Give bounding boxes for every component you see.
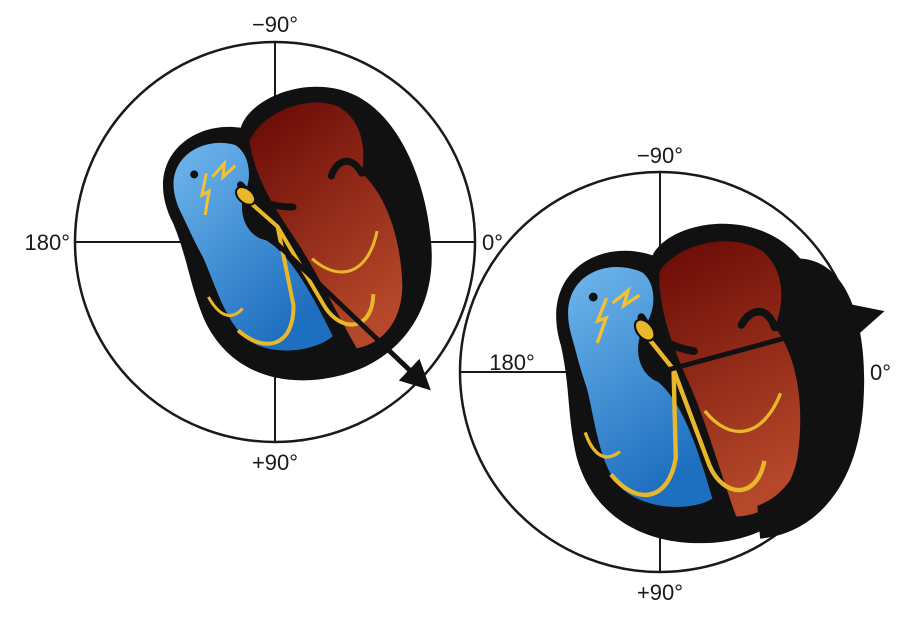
label-right: 0° xyxy=(870,360,891,385)
label-bottom: +90° xyxy=(252,450,298,475)
electrical-axis-arrow xyxy=(273,240,431,391)
label-top: −90° xyxy=(252,12,298,37)
label-left: 180° xyxy=(489,350,535,375)
axis-diagram-1: −90° +90° 180° 0° xyxy=(24,12,503,475)
label-left: 180° xyxy=(24,230,70,255)
heart-illustration xyxy=(145,64,462,408)
axis-diagram-2: −90° +90° 180° 0° xyxy=(458,143,891,605)
label-top: −90° xyxy=(637,143,683,168)
label-right: 0° xyxy=(482,230,503,255)
heart-illustration xyxy=(549,212,865,555)
electrical-axis-arrow xyxy=(659,304,885,375)
label-bottom: +90° xyxy=(637,580,683,605)
